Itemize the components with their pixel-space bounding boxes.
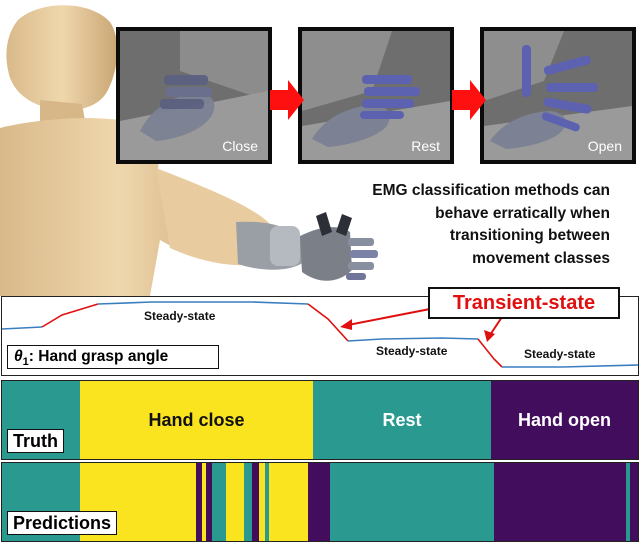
truth-bar: Hand close Rest Hand open Truth bbox=[1, 380, 639, 460]
predictions-bar: Predictions bbox=[1, 462, 639, 542]
figure-torso bbox=[0, 118, 240, 296]
pred-segment bbox=[196, 463, 202, 541]
pred-segment bbox=[265, 463, 269, 541]
panel-rest: Rest bbox=[298, 27, 454, 164]
panel-close: Close bbox=[116, 27, 272, 164]
pred-segment bbox=[308, 463, 330, 541]
caption-line-4: movement classes bbox=[472, 249, 610, 267]
pred-segment bbox=[630, 463, 638, 541]
arrow-rest-to-open-icon bbox=[452, 80, 486, 120]
panel-close-scene: Close bbox=[120, 31, 268, 160]
transient-pointer-1-icon bbox=[340, 319, 352, 330]
caption-line-2: behave erratically when bbox=[435, 204, 610, 222]
robotic-hand bbox=[300, 212, 378, 281]
signal-transient-segment-1 bbox=[41, 303, 99, 328]
pred-segment bbox=[269, 463, 308, 541]
pred-segment bbox=[206, 463, 212, 541]
pred-segment bbox=[202, 463, 206, 541]
transient-state-label: Transient-state bbox=[428, 287, 620, 319]
signal-transient-segment-2 bbox=[307, 303, 349, 342]
caption-line-1: EMG classification methods can bbox=[372, 182, 610, 199]
panel-open: Open bbox=[480, 27, 636, 164]
signal-steady-segment-3 bbox=[347, 337, 479, 342]
pred-segment bbox=[500, 463, 626, 541]
theta-subscript: 1 bbox=[22, 356, 29, 369]
pred-segment bbox=[494, 463, 500, 541]
predictions-tag: Predictions bbox=[7, 511, 118, 535]
pred-segment bbox=[244, 463, 252, 541]
theta-text: : Hand grasp angle bbox=[28, 348, 169, 365]
truth-tag: Truth bbox=[7, 429, 64, 453]
open-hand-model bbox=[490, 45, 598, 149]
humanoid-figure bbox=[0, 5, 378, 296]
rest-hand-model bbox=[312, 75, 420, 147]
closed-hand-model bbox=[140, 75, 215, 141]
pred-segment bbox=[259, 463, 265, 541]
theta-symbol: θ bbox=[14, 348, 23, 365]
transient-pointer-2-icon bbox=[484, 330, 495, 342]
panel-open-scene: Open bbox=[484, 31, 632, 160]
truth-label-rest: Rest bbox=[382, 409, 422, 430]
pred-segment bbox=[226, 463, 244, 541]
steady-state-label-1: Steady-state bbox=[144, 309, 216, 323]
grasp-angle-trace bbox=[2, 301, 638, 368]
signal-steady-segment-2 bbox=[97, 301, 309, 305]
pred-segment bbox=[626, 463, 630, 541]
theta-label: θ1: Hand grasp angle bbox=[7, 345, 219, 369]
steady-state-label-3: Steady-state bbox=[524, 347, 596, 361]
truth-segment-hand-close: Hand close bbox=[80, 381, 313, 459]
pred-segment bbox=[212, 463, 226, 541]
signal-transient-segment-3 bbox=[477, 338, 503, 368]
pred-segment bbox=[252, 463, 259, 541]
pred-segment bbox=[330, 463, 494, 541]
signal-steady-segment-1 bbox=[2, 326, 43, 330]
caption-text: EMG classification methods can behave er… bbox=[320, 180, 610, 270]
caption-line-3: transitioning between bbox=[449, 227, 610, 244]
figure-head bbox=[6, 5, 118, 111]
truth-segment-rest: Rest bbox=[313, 381, 491, 459]
panel-rest-scene: Rest bbox=[302, 31, 450, 160]
panel-open-label: Open bbox=[587, 138, 622, 154]
panel-rest-label: Rest bbox=[411, 138, 440, 154]
signal-steady-segment-4 bbox=[502, 364, 638, 368]
panel-close-label: Close bbox=[222, 138, 258, 154]
truth-segment-hand-open: Hand open bbox=[491, 381, 638, 459]
arrow-close-to-rest-icon bbox=[270, 80, 304, 120]
truth-label-hand-close: Hand close bbox=[148, 409, 245, 430]
steady-state-label-2: Steady-state bbox=[376, 344, 448, 358]
truth-label-hand-open: Hand open bbox=[518, 409, 611, 430]
